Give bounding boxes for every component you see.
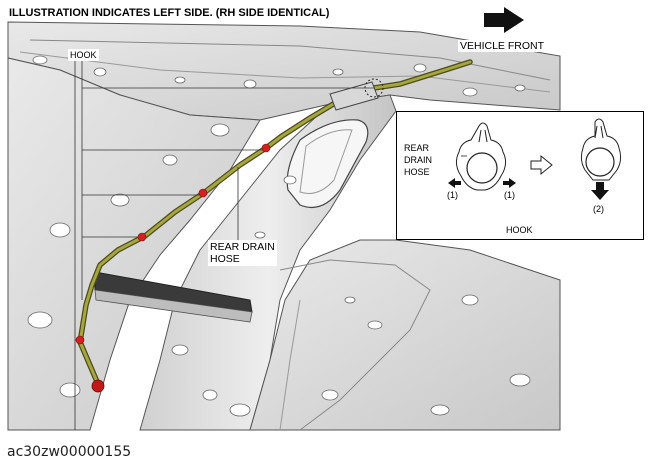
hose-section-installed [466,152,498,184]
hose-label-line-2: HOSE [210,253,240,265]
hose-end-cap [91,379,105,393]
step-1-right-label: (1) [504,190,515,200]
inset-hose-line-3: HOSE [404,167,430,177]
vehicle-front-label: VEHICLE FRONT [458,40,547,52]
hook-detail-drawing [448,118,622,200]
inset-hose-line-1: REAR [404,143,430,153]
step-2-label: (2) [593,204,604,214]
hook-leader-lines [74,58,374,430]
hook-label: HOOK [68,49,99,61]
hollow-arrow-icon [530,154,553,176]
inset-hose-line-2: DRAIN [404,155,433,165]
hook-markers [75,143,271,345]
arrow-right-icon [503,178,516,188]
hose-label-line-1: REAR DRAIN [210,241,275,253]
hose-nozzle [329,81,379,111]
rear-drain-hose-label: REAR DRAIN HOSE [208,240,277,266]
arrow-left-icon [448,178,461,188]
hook-detail-inset: REAR DRAIN HOSE (1) (1) (2) HOOK [396,111,644,240]
direction-arrow-icon [484,7,524,33]
hose-section-released [585,147,615,177]
step-1-left-label: (1) [447,190,458,200]
arrow-down-icon [591,182,609,200]
illustration-note: ILLUSTRATION INDICATES LEFT SIDE. (RH SI… [9,7,330,19]
figure-code: ac30zw00000155 [7,444,132,460]
panel-holes [27,55,531,417]
inset-caption: HOOK [506,225,533,235]
